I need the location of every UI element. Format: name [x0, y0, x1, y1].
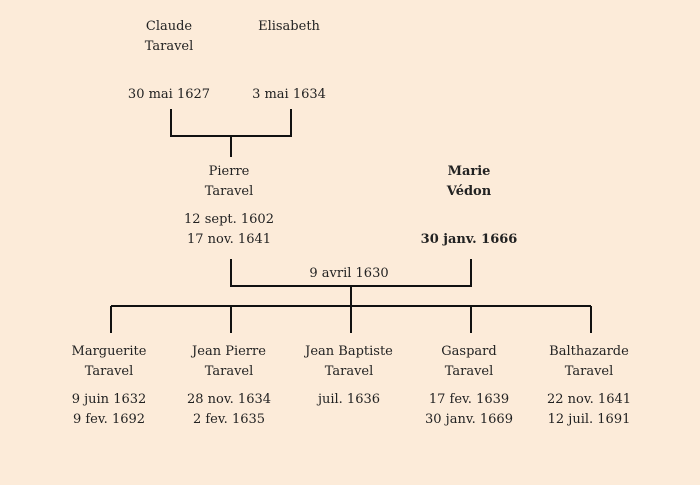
child-marguerite: Marguerite Taravel 9 juin 1632 9 fev. 16… — [44, 342, 174, 430]
person-death-date: 9 fev. 1692 — [72, 412, 146, 427]
person-claude-taravel: Claude Taravel 30 mai 1627 — [104, 17, 234, 105]
marriage-date-label: 9 avril 1630 — [309, 266, 389, 281]
child-jean-baptiste: Jean Baptiste Taravel juil. 1636 — [284, 342, 414, 410]
person-date: 30 janv. 1666 — [420, 232, 518, 247]
person-last-name: Védon — [446, 184, 492, 199]
person-marie-vedon: Marie Védon 30 janv. 1666 — [404, 162, 534, 250]
person-birth-date: 17 fev. 1639 — [428, 392, 510, 407]
person-first-name: Balthazarde — [549, 344, 629, 359]
child-jean-pierre: Jean Pierre Taravel 28 nov. 1634 2 fev. … — [164, 342, 294, 430]
person-last-name: Taravel — [204, 364, 254, 379]
person-first-name: Marguerite — [71, 344, 147, 359]
person-last-name — [224, 37, 354, 57]
person-first-name: Jean Baptiste — [305, 344, 393, 359]
person-first-name: Claude — [145, 19, 193, 34]
person-last-name: Taravel — [324, 364, 374, 379]
person-pierre-taravel: Pierre Taravel 12 sept. 1602 17 nov. 164… — [164, 162, 294, 250]
person-elisabeth: Elisabeth 3 mai 1634 — [224, 17, 354, 105]
person-death-date: 17 nov. 1641 — [186, 232, 272, 247]
person-last-name: Taravel — [84, 364, 134, 379]
person-date: 30 mai 1627 — [127, 87, 211, 102]
person-birth-date: juil. 1636 — [317, 392, 381, 407]
person-death-date: 30 janv. 1669 — [425, 412, 513, 427]
person-first-name: Gaspard — [441, 344, 497, 359]
person-last-name: Taravel — [564, 364, 614, 379]
person-last-name: Taravel — [204, 184, 254, 199]
person-last-name: Taravel — [444, 364, 494, 379]
person-birth-date: 12 sept. 1602 — [184, 212, 274, 227]
person-first-name: Pierre — [208, 164, 250, 179]
person-first-name: Elisabeth — [258, 19, 320, 34]
person-last-name: Taravel — [144, 39, 194, 54]
child-gaspard: Gaspard Taravel 17 fev. 1639 30 janv. 16… — [404, 342, 534, 430]
grandparents-bracket — [170, 109, 292, 137]
person-first-name: Marie — [447, 164, 491, 179]
person-death-date: 12 juil. 1691 — [547, 412, 631, 427]
person-birth-date: 22 nov. 1641 — [546, 392, 632, 407]
person-death-date: 2 fev. 1635 — [192, 412, 266, 427]
person-birth-date: 28 nov. 1634 — [186, 392, 272, 407]
person-date: 3 mai 1634 — [252, 87, 326, 102]
person-first-name: Jean Pierre — [192, 344, 266, 359]
person-birth-date: 9 juin 1632 — [71, 392, 147, 407]
child-balthazarde: Balthazarde Taravel 22 nov. 1641 12 juil… — [524, 342, 654, 430]
